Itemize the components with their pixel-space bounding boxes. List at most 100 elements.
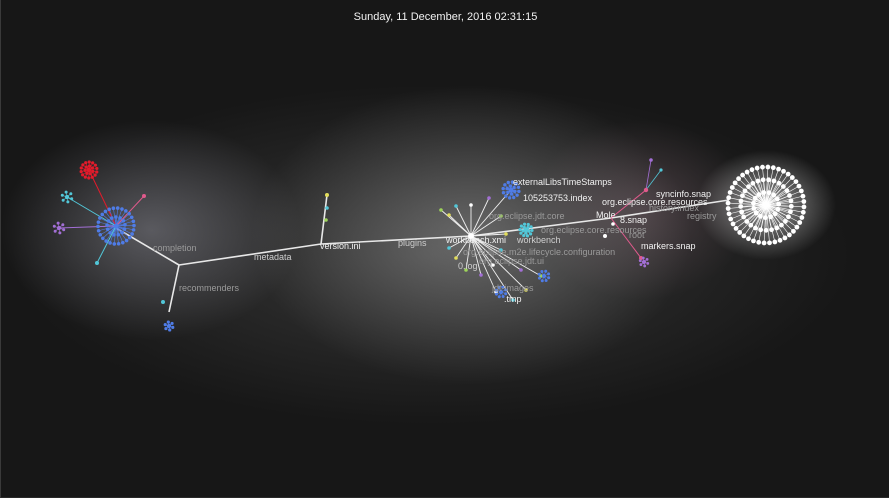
registry-cluster-node[interactable] <box>733 226 739 231</box>
registry-cluster-node[interactable] <box>738 198 744 204</box>
jdt-ui-cluster-node[interactable] <box>540 269 544 273</box>
red-cluster-node[interactable] <box>84 165 88 169</box>
registry-cluster-node[interactable] <box>796 183 802 189</box>
blue-cluster-node[interactable] <box>109 216 114 220</box>
registry-cluster-node[interactable] <box>771 178 777 184</box>
workbench-leaf[interactable] <box>464 268 468 272</box>
blue-cluster-node[interactable] <box>105 223 109 227</box>
registry-cluster-node[interactable] <box>751 206 757 211</box>
registry-cluster-node[interactable] <box>744 169 750 175</box>
lightblue-node[interactable] <box>95 261 99 265</box>
markers-cluster-node[interactable] <box>638 259 642 263</box>
registry-cluster-node[interactable] <box>776 201 782 207</box>
images-cluster-node[interactable] <box>501 285 505 289</box>
registry-cluster-node[interactable] <box>793 179 799 184</box>
recommenders-cluster-node[interactable] <box>168 328 172 332</box>
registry-cluster-node[interactable] <box>775 206 781 212</box>
registry-cluster-node[interactable] <box>789 175 795 180</box>
registry-cluster-node[interactable] <box>799 215 805 220</box>
markers-cluster-node[interactable] <box>643 264 647 268</box>
blue-cluster-node[interactable] <box>129 215 134 220</box>
registry-cluster-node[interactable] <box>736 176 741 182</box>
blue-cluster-node[interactable] <box>127 211 131 216</box>
images-cluster-node[interactable] <box>504 288 508 292</box>
jdt-ui-cluster-node[interactable] <box>547 276 551 280</box>
blue-cluster-node[interactable] <box>121 218 126 223</box>
blue-cluster-node[interactable] <box>116 232 121 237</box>
workbench-leaf[interactable] <box>491 263 495 267</box>
blue-cluster-node[interactable] <box>111 206 116 210</box>
blue-cluster-node[interactable] <box>105 227 110 232</box>
registry-cluster-node[interactable] <box>776 180 782 186</box>
external-libs-cluster-node[interactable] <box>510 180 515 184</box>
blue-cluster-node[interactable] <box>100 212 105 217</box>
registry-cluster-node[interactable] <box>774 196 780 202</box>
registry-cluster-node[interactable] <box>782 235 788 241</box>
jdt-core-cluster-node[interactable] <box>522 222 527 226</box>
registry-cluster-node[interactable] <box>752 195 758 201</box>
pink-top-node[interactable] <box>649 158 653 162</box>
registry-cluster-node[interactable] <box>730 221 736 227</box>
cyan-cluster-node[interactable] <box>69 192 73 196</box>
recommenders-cluster-node[interactable] <box>171 325 175 329</box>
registry-cluster-node[interactable] <box>776 166 781 172</box>
external-libs-cluster-node[interactable] <box>514 182 518 186</box>
registry-cluster-node[interactable] <box>794 224 800 230</box>
version-node-2[interactable] <box>325 206 329 210</box>
images-cluster-hub[interactable] <box>498 289 504 295</box>
jdt-ui-cluster-node[interactable] <box>540 279 544 283</box>
registry-cluster-node[interactable] <box>767 240 772 246</box>
registry-cluster-node[interactable] <box>741 233 747 239</box>
registry-cluster-node[interactable] <box>725 206 731 211</box>
workbench-leaf[interactable] <box>454 204 458 208</box>
recommenders-cluster-hub[interactable] <box>166 323 172 329</box>
markers-node[interactable] <box>639 256 643 260</box>
registry-cluster-node[interactable] <box>758 227 764 233</box>
external-libs-cluster-node[interactable] <box>512 185 516 190</box>
blue-cluster-node[interactable] <box>123 223 127 227</box>
jdt-core-cluster-node[interactable] <box>526 222 530 227</box>
registry-cluster-hub[interactable] <box>763 202 769 208</box>
external-libs-cluster-node[interactable] <box>507 196 512 200</box>
blue-cluster-node[interactable] <box>96 224 100 229</box>
purple-cluster-node[interactable] <box>62 228 66 232</box>
snap-node[interactable] <box>611 222 615 226</box>
workbench-leaf[interactable] <box>499 248 503 252</box>
registry-cluster-node[interactable] <box>751 238 756 244</box>
registry-cluster-node[interactable] <box>754 165 760 171</box>
external-libs-cluster-node[interactable] <box>516 185 521 189</box>
blue-cluster-hub[interactable] <box>113 223 119 229</box>
registry-cluster-node[interactable] <box>782 218 788 224</box>
external-libs-cluster-node[interactable] <box>515 193 519 197</box>
red-cluster-node[interactable] <box>95 166 99 171</box>
jdt-core-cluster-hub[interactable] <box>523 227 529 233</box>
workbench-leaf[interactable] <box>519 268 523 272</box>
markers-cluster-node[interactable] <box>646 261 650 265</box>
registry-cluster-node[interactable] <box>801 204 807 210</box>
external-libs-cluster-node[interactable] <box>505 186 509 191</box>
cyan-cluster-node[interactable] <box>66 200 70 204</box>
images-cluster-node[interactable] <box>497 295 501 299</box>
registry-cluster-node[interactable] <box>763 215 768 221</box>
workbench-leaf[interactable] <box>511 298 515 302</box>
external-libs-cluster-node[interactable] <box>512 195 516 200</box>
blue-cluster-node[interactable] <box>131 219 136 224</box>
blue-cluster-node[interactable] <box>127 235 132 240</box>
blue-cluster-node[interactable] <box>108 231 112 235</box>
purple-cluster-hub[interactable] <box>56 225 62 231</box>
external-libs-cluster-node[interactable] <box>501 191 506 195</box>
cyan-cluster-node[interactable] <box>70 197 74 201</box>
blue-cluster-node[interactable] <box>96 220 101 224</box>
registry-cluster-node[interactable] <box>800 193 806 199</box>
red-cluster-hub[interactable] <box>86 167 92 173</box>
jdt-core-cluster-node[interactable] <box>528 232 533 236</box>
workbench-leaf[interactable] <box>447 246 451 250</box>
registry-cluster-node[interactable] <box>740 193 745 199</box>
external-libs-cluster-node[interactable] <box>508 184 513 188</box>
blue-cluster-node[interactable] <box>120 230 124 235</box>
registry-cluster-node[interactable] <box>765 164 771 170</box>
registry-cluster-node[interactable] <box>760 177 766 183</box>
workbench-leaf[interactable] <box>469 203 473 207</box>
